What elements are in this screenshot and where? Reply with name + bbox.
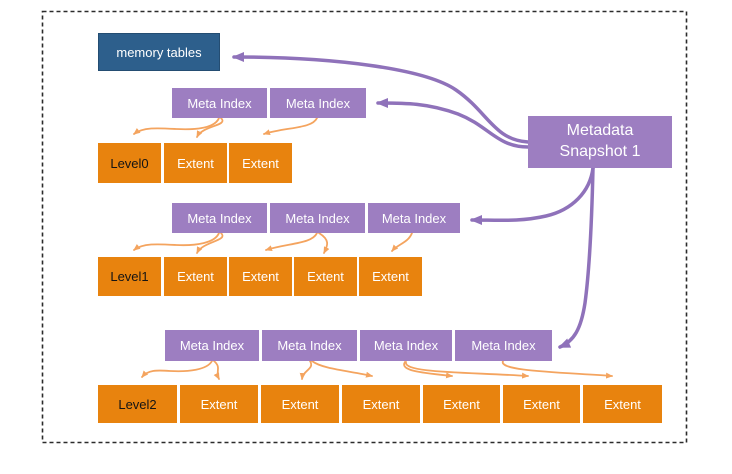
meta-index-box: Meta Index bbox=[368, 203, 460, 233]
extent-label: Extent bbox=[281, 396, 319, 412]
extent-cell: Extent bbox=[261, 385, 339, 423]
meta-index-label: Meta Index bbox=[373, 338, 439, 353]
extent-cell: Extent bbox=[503, 385, 580, 423]
meta-index-to-extent-arrow bbox=[318, 232, 330, 254]
meta-index-box: Meta Index bbox=[270, 203, 365, 233]
level-label: Level0 bbox=[110, 155, 149, 171]
extent-label: Extent bbox=[604, 396, 641, 412]
extent-cell: Extent bbox=[294, 257, 357, 296]
meta-index-label: Meta Index bbox=[471, 338, 536, 353]
meta-index-box: Meta Index bbox=[172, 88, 267, 118]
extent-label: Extent bbox=[372, 269, 409, 284]
extent-label: Extent bbox=[177, 155, 214, 171]
meta-index-to-extent-arrow bbox=[405, 361, 529, 379]
snapshot-to-memory-tables-arrow bbox=[232, 52, 530, 144]
meta-index-to-extent-arrow bbox=[213, 360, 220, 380]
meta-index-to-extent-arrow bbox=[265, 232, 318, 252]
meta-index-label: Meta Index bbox=[381, 210, 447, 226]
meta-index-label: Meta Index bbox=[179, 338, 245, 353]
meta-index-box: Meta Index bbox=[360, 330, 452, 361]
meta-index-to-extent-arrow bbox=[299, 360, 313, 380]
meta-index-to-extent-arrow bbox=[391, 232, 413, 252]
meta-index-to-extent-arrow bbox=[311, 360, 373, 378]
snapshot-to-level1-meta-index-arrow bbox=[470, 166, 595, 226]
meta-index-box: Meta Index bbox=[270, 88, 366, 118]
meta-index-label: Meta Index bbox=[187, 210, 252, 226]
meta-index-box: Meta Index bbox=[165, 330, 259, 361]
metadata-snapshot-box: Metadata Snapshot 1 bbox=[528, 116, 672, 168]
memory-tables-box: memory tables bbox=[98, 33, 220, 71]
level-cell: Level0 bbox=[98, 143, 161, 183]
extent-label: Extent bbox=[307, 269, 344, 284]
extent-label: Extent bbox=[443, 396, 480, 412]
snapshot-to-level2-meta-index-arrow bbox=[558, 166, 595, 349]
extent-label: Extent bbox=[200, 396, 238, 412]
level-label: Level1 bbox=[110, 269, 149, 284]
meta-index-label: Meta Index bbox=[187, 95, 252, 111]
meta-index-label: Meta Index bbox=[277, 338, 342, 353]
meta-index-to-extent-arrow bbox=[196, 232, 224, 254]
extent-cell: Extent bbox=[164, 143, 227, 183]
meta-index-to-extent-arrow bbox=[502, 360, 613, 379]
meta-index-to-extent-arrow bbox=[133, 232, 220, 251]
extent-label: Extent bbox=[523, 396, 560, 412]
level-cell: Level2 bbox=[98, 385, 177, 423]
level-label: Level2 bbox=[118, 396, 157, 412]
meta-index-box: Meta Index bbox=[172, 203, 267, 233]
extent-cell: Extent bbox=[423, 385, 500, 423]
extent-cell: Extent bbox=[164, 257, 227, 296]
extent-cell: Extent bbox=[342, 385, 420, 423]
extent-cell: Extent bbox=[359, 257, 422, 296]
meta-index-label: Meta Index bbox=[285, 210, 350, 226]
meta-index-to-extent-arrow bbox=[141, 360, 213, 378]
extent-label: Extent bbox=[242, 269, 279, 284]
meta-index-to-extent-arrow bbox=[196, 117, 224, 138]
extent-label: Extent bbox=[177, 269, 214, 284]
extent-label: Extent bbox=[242, 155, 279, 171]
metadata-snapshot-label-line2: Snapshot 1 bbox=[559, 143, 641, 160]
snapshot-to-level0-meta-index-arrow bbox=[376, 98, 530, 149]
memory-tables-label: memory tables bbox=[116, 44, 202, 60]
extent-cell: Extent bbox=[229, 143, 292, 183]
meta-index-box: Meta Index bbox=[455, 330, 552, 361]
diagram-dashed-border bbox=[41, 10, 688, 444]
meta-index-label: Meta Index bbox=[285, 95, 351, 111]
extent-label: Extent bbox=[362, 396, 400, 412]
meta-index-to-extent-arrow bbox=[403, 361, 453, 379]
level-cell: Level1 bbox=[98, 257, 161, 296]
extent-cell: Extent bbox=[583, 385, 662, 423]
metadata-snapshot-label-line1: Metadata bbox=[566, 122, 634, 140]
extent-cell: Extent bbox=[229, 257, 292, 296]
extent-cell: Extent bbox=[180, 385, 258, 423]
meta-index-to-extent-arrow bbox=[263, 117, 318, 136]
meta-index-to-extent-arrow bbox=[133, 117, 220, 135]
meta-index-box: Meta Index bbox=[262, 330, 357, 361]
